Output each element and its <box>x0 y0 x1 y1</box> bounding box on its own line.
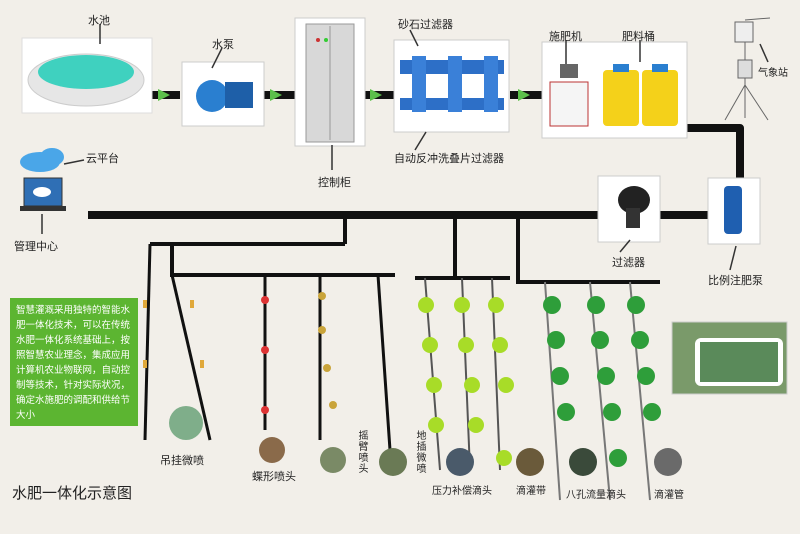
pool-icon <box>21 37 153 114</box>
diagram-title: 水肥一体化示意图 <box>12 484 133 502</box>
label-filter: 过滤器 <box>612 256 645 269</box>
hanging-sprayers <box>143 300 204 368</box>
description-note: 智慧灌溉采用独特的智能水肥一体化技术，可以在传统水肥一体化系统基础上，按照智慧农… <box>10 298 138 426</box>
butterfly-nozzles <box>261 296 269 414</box>
pump-icon <box>181 61 265 127</box>
fertilizer-bucket-icon <box>603 64 678 126</box>
flow-arrows <box>158 89 530 101</box>
label-drip-tape: 滴灌带 <box>516 486 546 497</box>
label-rocker-nozzle: 摇臂喷头 <box>356 430 367 474</box>
label-eight-hole-dripper: 八孔流量滴头 <box>566 490 626 501</box>
label-fertilizer-bucket: 肥料桶 <box>622 30 655 43</box>
label-pump: 水泵 <box>212 38 234 51</box>
label-pressure-dripper: 压力补偿滴头 <box>432 486 492 497</box>
proportional-pump-icon <box>707 177 761 245</box>
plants-light-green <box>418 297 514 466</box>
label-management-center: 管理中心 <box>14 240 58 253</box>
sand-filter-icon <box>393 39 510 133</box>
label-ground-micro-spray: 地插微喷 <box>414 430 425 474</box>
label-cloud-platform: 云平台 <box>86 152 119 165</box>
control-cabinet-icon <box>294 17 366 147</box>
laptop-icon <box>20 177 66 211</box>
cloud-platform-icon <box>20 148 64 172</box>
label-pool: 水池 <box>88 14 110 27</box>
label-weather-station: 气象站 <box>758 68 788 79</box>
label-proportional-pump: 比例注肥泵 <box>708 274 763 287</box>
plants-dark-green <box>543 296 661 467</box>
filter-icon <box>597 175 661 243</box>
label-butterfly-nozzle: 蝶形喷头 <box>252 470 296 483</box>
label-fertilizer-machine: 施肥机 <box>549 30 582 43</box>
label-control-cabinet: 控制柜 <box>318 176 351 189</box>
label-backwash-filter: 自动反冲洗叠片过滤器 <box>394 152 504 165</box>
rocker-nozzles <box>318 292 337 409</box>
label-drip-pipe: 滴灌管 <box>654 490 684 501</box>
label-pointers <box>41 24 769 271</box>
weather-station-icon <box>724 17 771 121</box>
label-sand-filter: 砂石过滤器 <box>398 18 453 31</box>
photo-thumbnails <box>169 321 788 476</box>
label-hanging-sprayer: 吊挂微喷 <box>160 454 204 467</box>
